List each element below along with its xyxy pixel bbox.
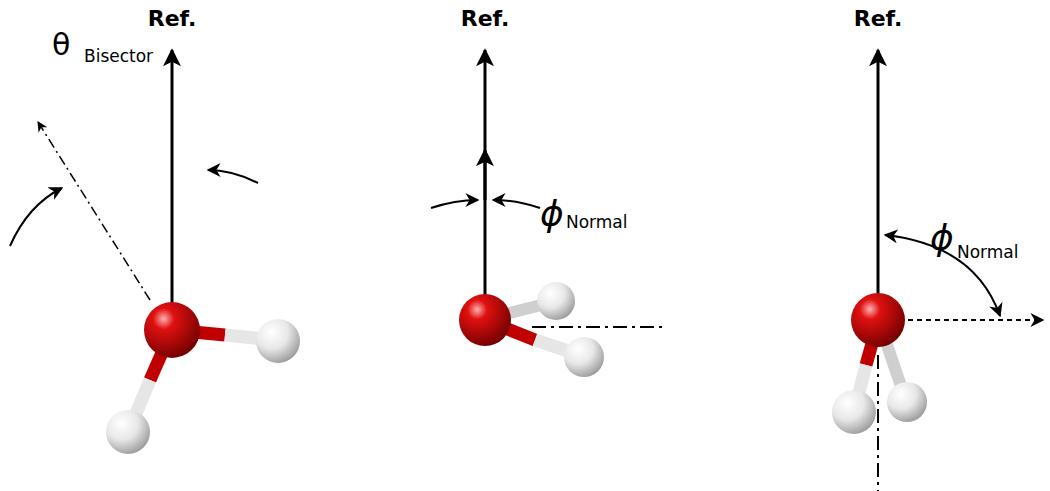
angle-arrow — [208, 170, 258, 183]
hydrogen-atom — [106, 410, 150, 454]
angle-arrow — [493, 200, 540, 208]
angle-symbol: ϕ — [930, 220, 954, 256]
oxygen-atom — [851, 293, 905, 347]
angle-symbol: ϕ — [540, 196, 564, 232]
reference-label: Ref. — [148, 8, 197, 30]
angle-subscript: Normal — [957, 244, 1019, 261]
panel-bisector — [10, 50, 300, 454]
hydrogen-atom — [832, 390, 876, 434]
plane-line — [877, 355, 879, 491]
normal-arrow — [908, 319, 1043, 321]
angle-subscript: Bisector — [84, 48, 153, 65]
angle-arrow — [431, 200, 478, 208]
oxygen-atom — [459, 294, 511, 346]
angle-symbol: θ — [52, 30, 70, 60]
hydrogen-atom — [887, 382, 927, 422]
normal-arrow — [484, 150, 487, 200]
angle-arrow — [10, 188, 62, 246]
plane-line — [532, 326, 665, 328]
reference-label: Ref. — [854, 8, 903, 30]
reference-arrow — [877, 50, 880, 298]
reference-arrow — [484, 50, 487, 298]
hydrogen-atom — [564, 337, 604, 377]
oxygen-atom — [144, 302, 200, 358]
hydrogen-atom — [256, 319, 300, 363]
panel-normal-2 — [832, 50, 1043, 491]
bisector-line — [38, 122, 150, 300]
reference-label: Ref. — [461, 8, 510, 30]
reference-arrow — [171, 50, 174, 305]
hydrogen-atom — [537, 282, 575, 320]
panel-normal-1 — [431, 50, 665, 377]
angle-subscript: Normal — [566, 214, 628, 231]
